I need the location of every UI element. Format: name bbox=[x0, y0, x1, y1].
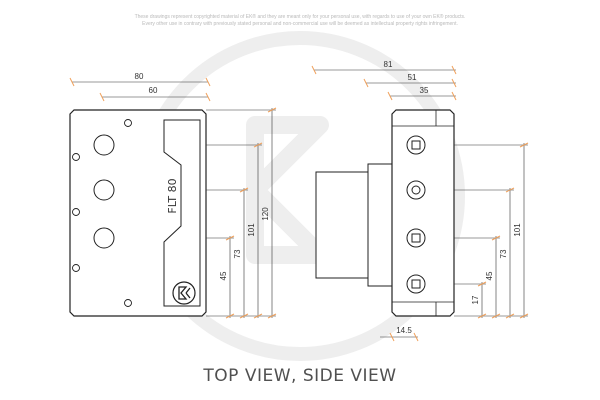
dim-depth-51: 51 bbox=[408, 73, 417, 82]
dim-height-101: 101 bbox=[247, 223, 256, 237]
dim-height-120: 120 bbox=[261, 207, 270, 221]
top-view-ports bbox=[93, 134, 115, 249]
top-view-insert bbox=[163, 119, 201, 307]
dim-width-overall: 80 bbox=[135, 72, 144, 81]
side-view-back-block bbox=[315, 171, 369, 279]
ek-logo-icon bbox=[172, 281, 196, 305]
dim-width-inner: 60 bbox=[149, 86, 158, 95]
side-view-fittings bbox=[406, 135, 426, 294]
top-view: FLT 80 80 60 120 bbox=[69, 72, 277, 319]
dim-height-73: 73 bbox=[233, 249, 242, 258]
dim-depth-81: 81 bbox=[384, 60, 393, 69]
side-view: 81 51 35 14.5 101 73 45 17 bbox=[311, 60, 529, 342]
dim-port-14-5: 14.5 bbox=[396, 326, 412, 335]
top-view-screws bbox=[72, 119, 132, 307]
copyright-notice-line-2: Every other use in contrary with previou… bbox=[142, 21, 458, 27]
figure-caption: TOP VIEW, SIDE VIEW bbox=[203, 366, 397, 386]
product-label: FLT 80 bbox=[166, 178, 179, 213]
side-view-body bbox=[391, 109, 455, 317]
top-view-body bbox=[69, 109, 207, 317]
side-dim-height-45: 45 bbox=[485, 271, 494, 280]
side-dim-height-73: 73 bbox=[499, 249, 508, 258]
dim-height-45: 45 bbox=[219, 271, 228, 280]
side-dim-height-17: 17 bbox=[471, 295, 480, 304]
side-dim-height-101: 101 bbox=[513, 223, 522, 237]
copyright-notice-line-1: These drawings represent copyrighted mat… bbox=[134, 14, 466, 20]
dim-depth-35: 35 bbox=[420, 86, 429, 95]
